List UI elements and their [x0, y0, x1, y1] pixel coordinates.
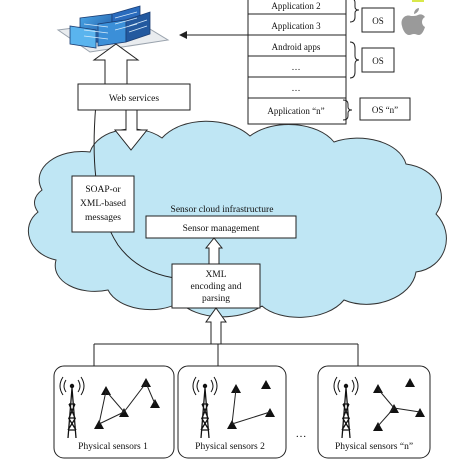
sensor-group-2-label: Physical sensors 2	[195, 442, 265, 452]
os-label-1: OS	[372, 16, 384, 26]
soap-line1: SOAP-or	[85, 185, 121, 195]
sensor-group-2: Physical sensors 2	[177, 365, 287, 459]
sensor-group-1: Physical sensors 1	[53, 365, 175, 459]
cloud-title: Sensor cloud infrastructure	[171, 204, 274, 215]
sensor-management-box	[145, 215, 297, 239]
os-box-n	[359, 97, 411, 121]
os-label-2: OS	[372, 56, 384, 66]
sensor-connector	[93, 343, 359, 366]
os-box-2	[361, 47, 395, 73]
sensor-node-icons	[373, 378, 425, 431]
xml-line3: parsing	[202, 294, 230, 304]
tower-icon	[192, 376, 218, 439]
soap-line2: XML-based	[80, 199, 126, 209]
sensor-group-n-label: Physical sensors “n”	[335, 442, 413, 452]
app-item-1: Application 3	[271, 21, 321, 31]
web-cloud-arrow	[113, 109, 149, 151]
yellow-fragment-icon	[412, 0, 424, 2]
applications-box	[247, 0, 347, 125]
app-item-0: Application 2	[271, 1, 320, 11]
brace-3	[342, 99, 353, 121]
sensor-node-icons	[227, 380, 275, 429]
os-box-1	[361, 7, 395, 33]
brace-1	[349, 0, 360, 23]
building-icon	[56, 5, 170, 53]
sensor-group-1-label: Physical sensors 1	[78, 442, 148, 452]
os-label-n: OS “n”	[372, 105, 398, 115]
app-item-3: …	[292, 62, 301, 72]
xml-box	[171, 263, 261, 309]
web-services-label: Web services	[109, 94, 159, 104]
xml-line2: encoding and	[191, 282, 242, 292]
web-services-box	[77, 83, 191, 111]
apple-icon	[401, 8, 425, 35]
sensor-ellipsis: …	[296, 428, 307, 440]
soap-line3: messages	[85, 213, 121, 223]
sensor-group-n: Physical sensors “n”	[317, 365, 431, 459]
tower-icon	[59, 376, 85, 439]
sensor-node-icons	[94, 378, 160, 429]
app-item-4: …	[292, 83, 301, 93]
tower-icon	[333, 376, 359, 439]
app-item-2: Android apps	[272, 42, 321, 52]
xml-line1: XML	[205, 270, 226, 280]
sensor-management-label: Sensor management	[183, 224, 260, 234]
brace-2	[349, 41, 360, 79]
soap-box	[71, 175, 135, 233]
app-item-5: Application “n”	[267, 106, 324, 116]
applications-stack: Application 2 Application 3 Android apps…	[247, 0, 347, 125]
